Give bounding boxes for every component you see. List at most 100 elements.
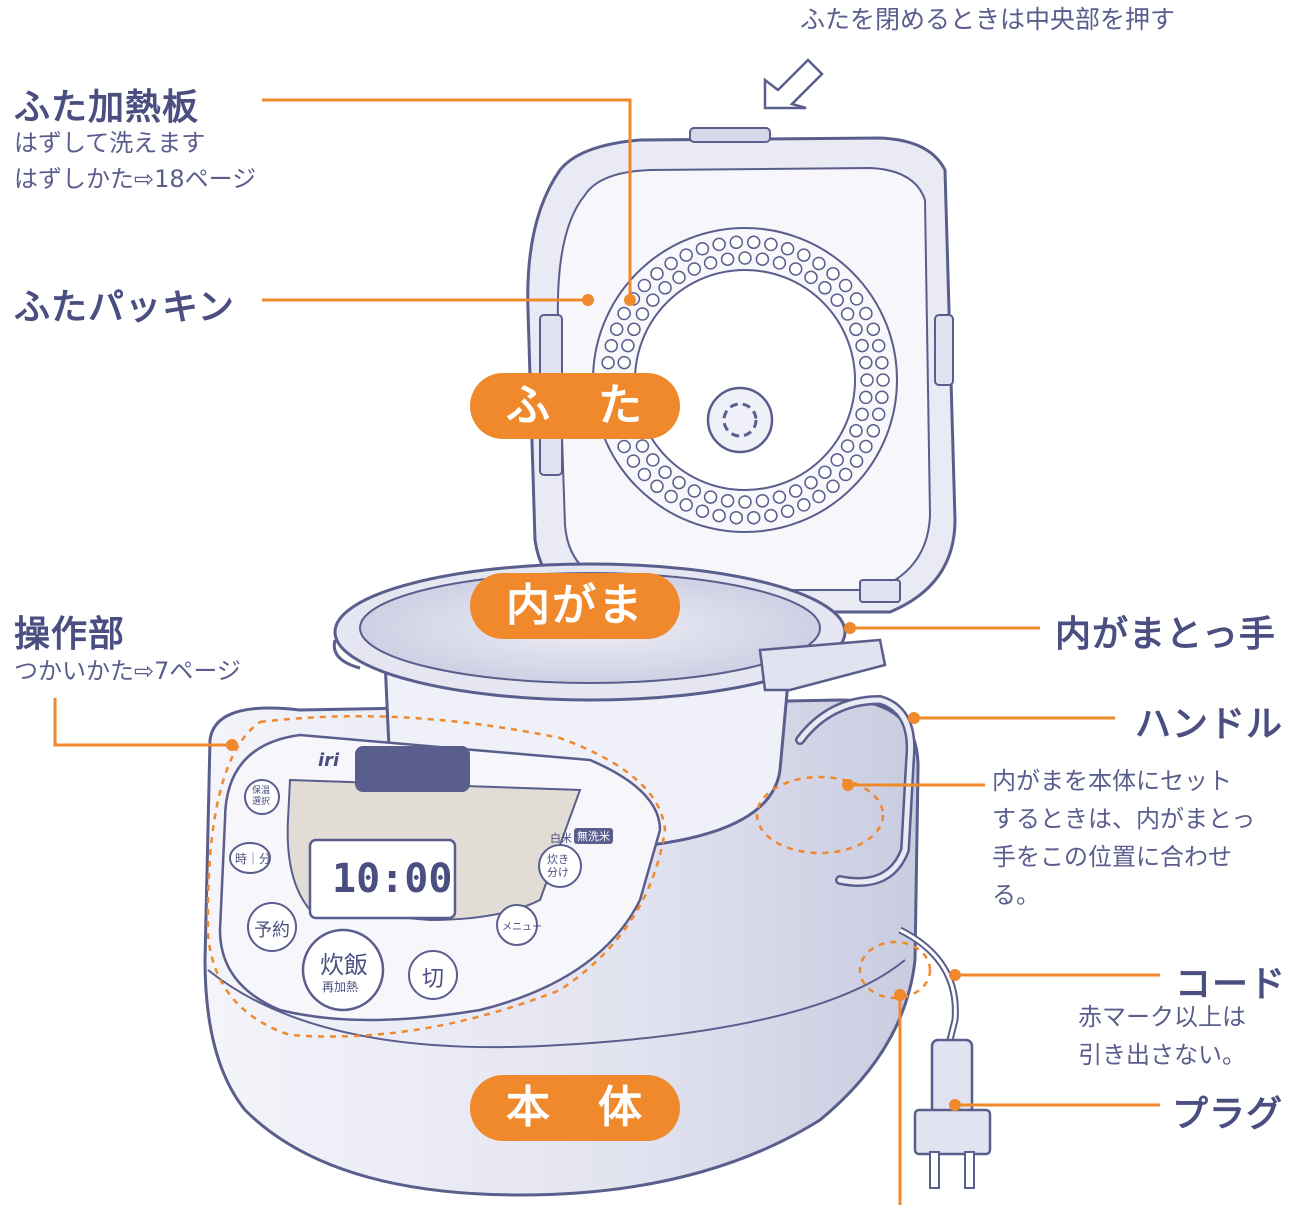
lid-heater-hole (720, 252, 735, 266)
lid-heater-hole (729, 235, 744, 250)
lid-heater-hole (788, 262, 803, 276)
lid-heater-hole (601, 355, 615, 370)
lid-packing-title: ふたパッキン (14, 287, 235, 328)
display-time: 10:00 (332, 856, 453, 902)
cook-button[interactable]: 炊飯 (320, 951, 368, 979)
time-button[interactable]: 時｜分 (235, 852, 272, 866)
plug-title: プラグ (1172, 1094, 1284, 1135)
lid-heater-hole (755, 252, 770, 266)
inner-pot-pill: 内がま (470, 573, 680, 639)
lid-heater-hole (812, 489, 826, 504)
off-button[interactable]: 切 (422, 967, 445, 992)
lid-heater-hole (664, 489, 678, 504)
lid-heater-hole (672, 475, 686, 490)
lid-heater-hole (650, 479, 664, 494)
lid-heater-hole (635, 307, 650, 321)
lid-heater-hole (687, 484, 702, 498)
lid-heater-hole (797, 498, 811, 512)
lid-heater-hole (679, 498, 693, 512)
lid-heater-hole (830, 453, 844, 467)
keep-warm-button[interactable]: 保温選択 (252, 786, 271, 807)
lid-heater-line1: はずして洗えます (14, 129, 206, 157)
lid-heater-hole (818, 465, 832, 479)
lid-heater-hole (712, 508, 726, 523)
lid-heater-hole (772, 490, 787, 504)
lid-heater-hole (840, 439, 855, 453)
lid-heater-hole (664, 256, 678, 271)
lid-heater-hole (849, 292, 864, 306)
lid-heater-hole (859, 355, 873, 370)
lid-heater-hole (855, 407, 869, 422)
lid-heater-hole (849, 322, 863, 337)
brand-logo: iri (318, 750, 340, 771)
lid-heater-hole (859, 439, 873, 454)
lid-heater-hole (859, 390, 873, 405)
lid-heater-hole (797, 248, 811, 262)
lid-heater-hole (658, 281, 672, 295)
lid-heater-hole (812, 256, 826, 271)
lid-heater-hole (646, 293, 660, 307)
set-note-line3: 手をこの位置に合わせ (992, 843, 1232, 871)
lid-heater-hole (746, 510, 761, 525)
cook-button-sub: 再加熱 (322, 980, 359, 994)
lid-heater-hole (818, 281, 832, 295)
lid-heater-hole (830, 293, 844, 307)
lid-heater-hole (720, 494, 735, 508)
lid-heater-hole (627, 322, 641, 337)
body-pill: 本 体 (470, 1075, 680, 1141)
lid-heater-hole (849, 454, 864, 468)
lid-heater-hole (635, 439, 650, 453)
lid-heater-hole (617, 355, 631, 370)
lid-heater-hole (617, 439, 631, 454)
control-panel-shape (218, 733, 662, 1022)
lid-heater-hole (804, 475, 818, 490)
lid-heater-hole (617, 306, 631, 321)
set-note-line4: る。 (992, 881, 1040, 909)
lid-heater-hole (780, 242, 795, 256)
set-note-line1: 内がまを本体にセット (992, 767, 1232, 795)
lid-heater-hole (604, 338, 619, 353)
handle-title: ハンドル (1135, 704, 1284, 745)
lid-heater-hole (746, 235, 761, 250)
lid-heater-hole (650, 266, 664, 281)
lid-heater-hole (780, 504, 795, 518)
lid-heater-hole (755, 494, 770, 508)
lid-heater-hole (658, 465, 672, 479)
lid-heater-hole (860, 373, 874, 387)
lid-heater-hole (838, 467, 853, 482)
lid-pill: ふ た (470, 373, 680, 439)
lid-shape (526, 127, 957, 614)
pot-handle-highlight (755, 775, 885, 855)
lid-heater-hole (772, 256, 787, 270)
lid-heater-hole (866, 424, 881, 438)
lid-heater-hole (871, 407, 886, 422)
lid-heater-hole (876, 373, 890, 387)
lid-heater-hole (826, 479, 840, 494)
lid-heater-hole (840, 307, 855, 321)
cord-title: コード (1175, 964, 1287, 1005)
leader-dots (226, 294, 961, 1111)
lid-heater-hole (764, 237, 778, 252)
lid-heater-hole (729, 510, 744, 525)
menu-button[interactable]: メニュー (502, 922, 542, 933)
lid-heater-hole (804, 270, 818, 285)
leader-lines (53, 98, 1160, 1205)
lid-heater-title: ふた加熱板 (14, 87, 200, 128)
lid-heater-hole (703, 256, 718, 270)
lid-heater-hole (609, 322, 624, 336)
lid-heater-hole (626, 454, 641, 468)
lid-heater-hole (875, 355, 889, 370)
lid-heater-line2: はずしかた⇨18ページ (14, 165, 257, 193)
lid-heater-hole (859, 306, 873, 321)
lid-heater-hole (849, 423, 863, 438)
set-note-line2: するときは、内がまとっ (992, 805, 1256, 833)
lid-heater-hole (695, 242, 710, 256)
lid-heater-hole (672, 270, 686, 285)
lid-heater-hole (703, 490, 718, 504)
mode-label: 無洗米 (574, 828, 613, 844)
lid-heater-hole (764, 508, 778, 523)
reserve-button[interactable]: 予約 (254, 920, 290, 941)
cord-line1: 赤マーク以上は (1078, 1003, 1246, 1031)
select-button[interactable]: 炊き分け (547, 853, 569, 879)
lid-heater-hole (738, 495, 752, 509)
